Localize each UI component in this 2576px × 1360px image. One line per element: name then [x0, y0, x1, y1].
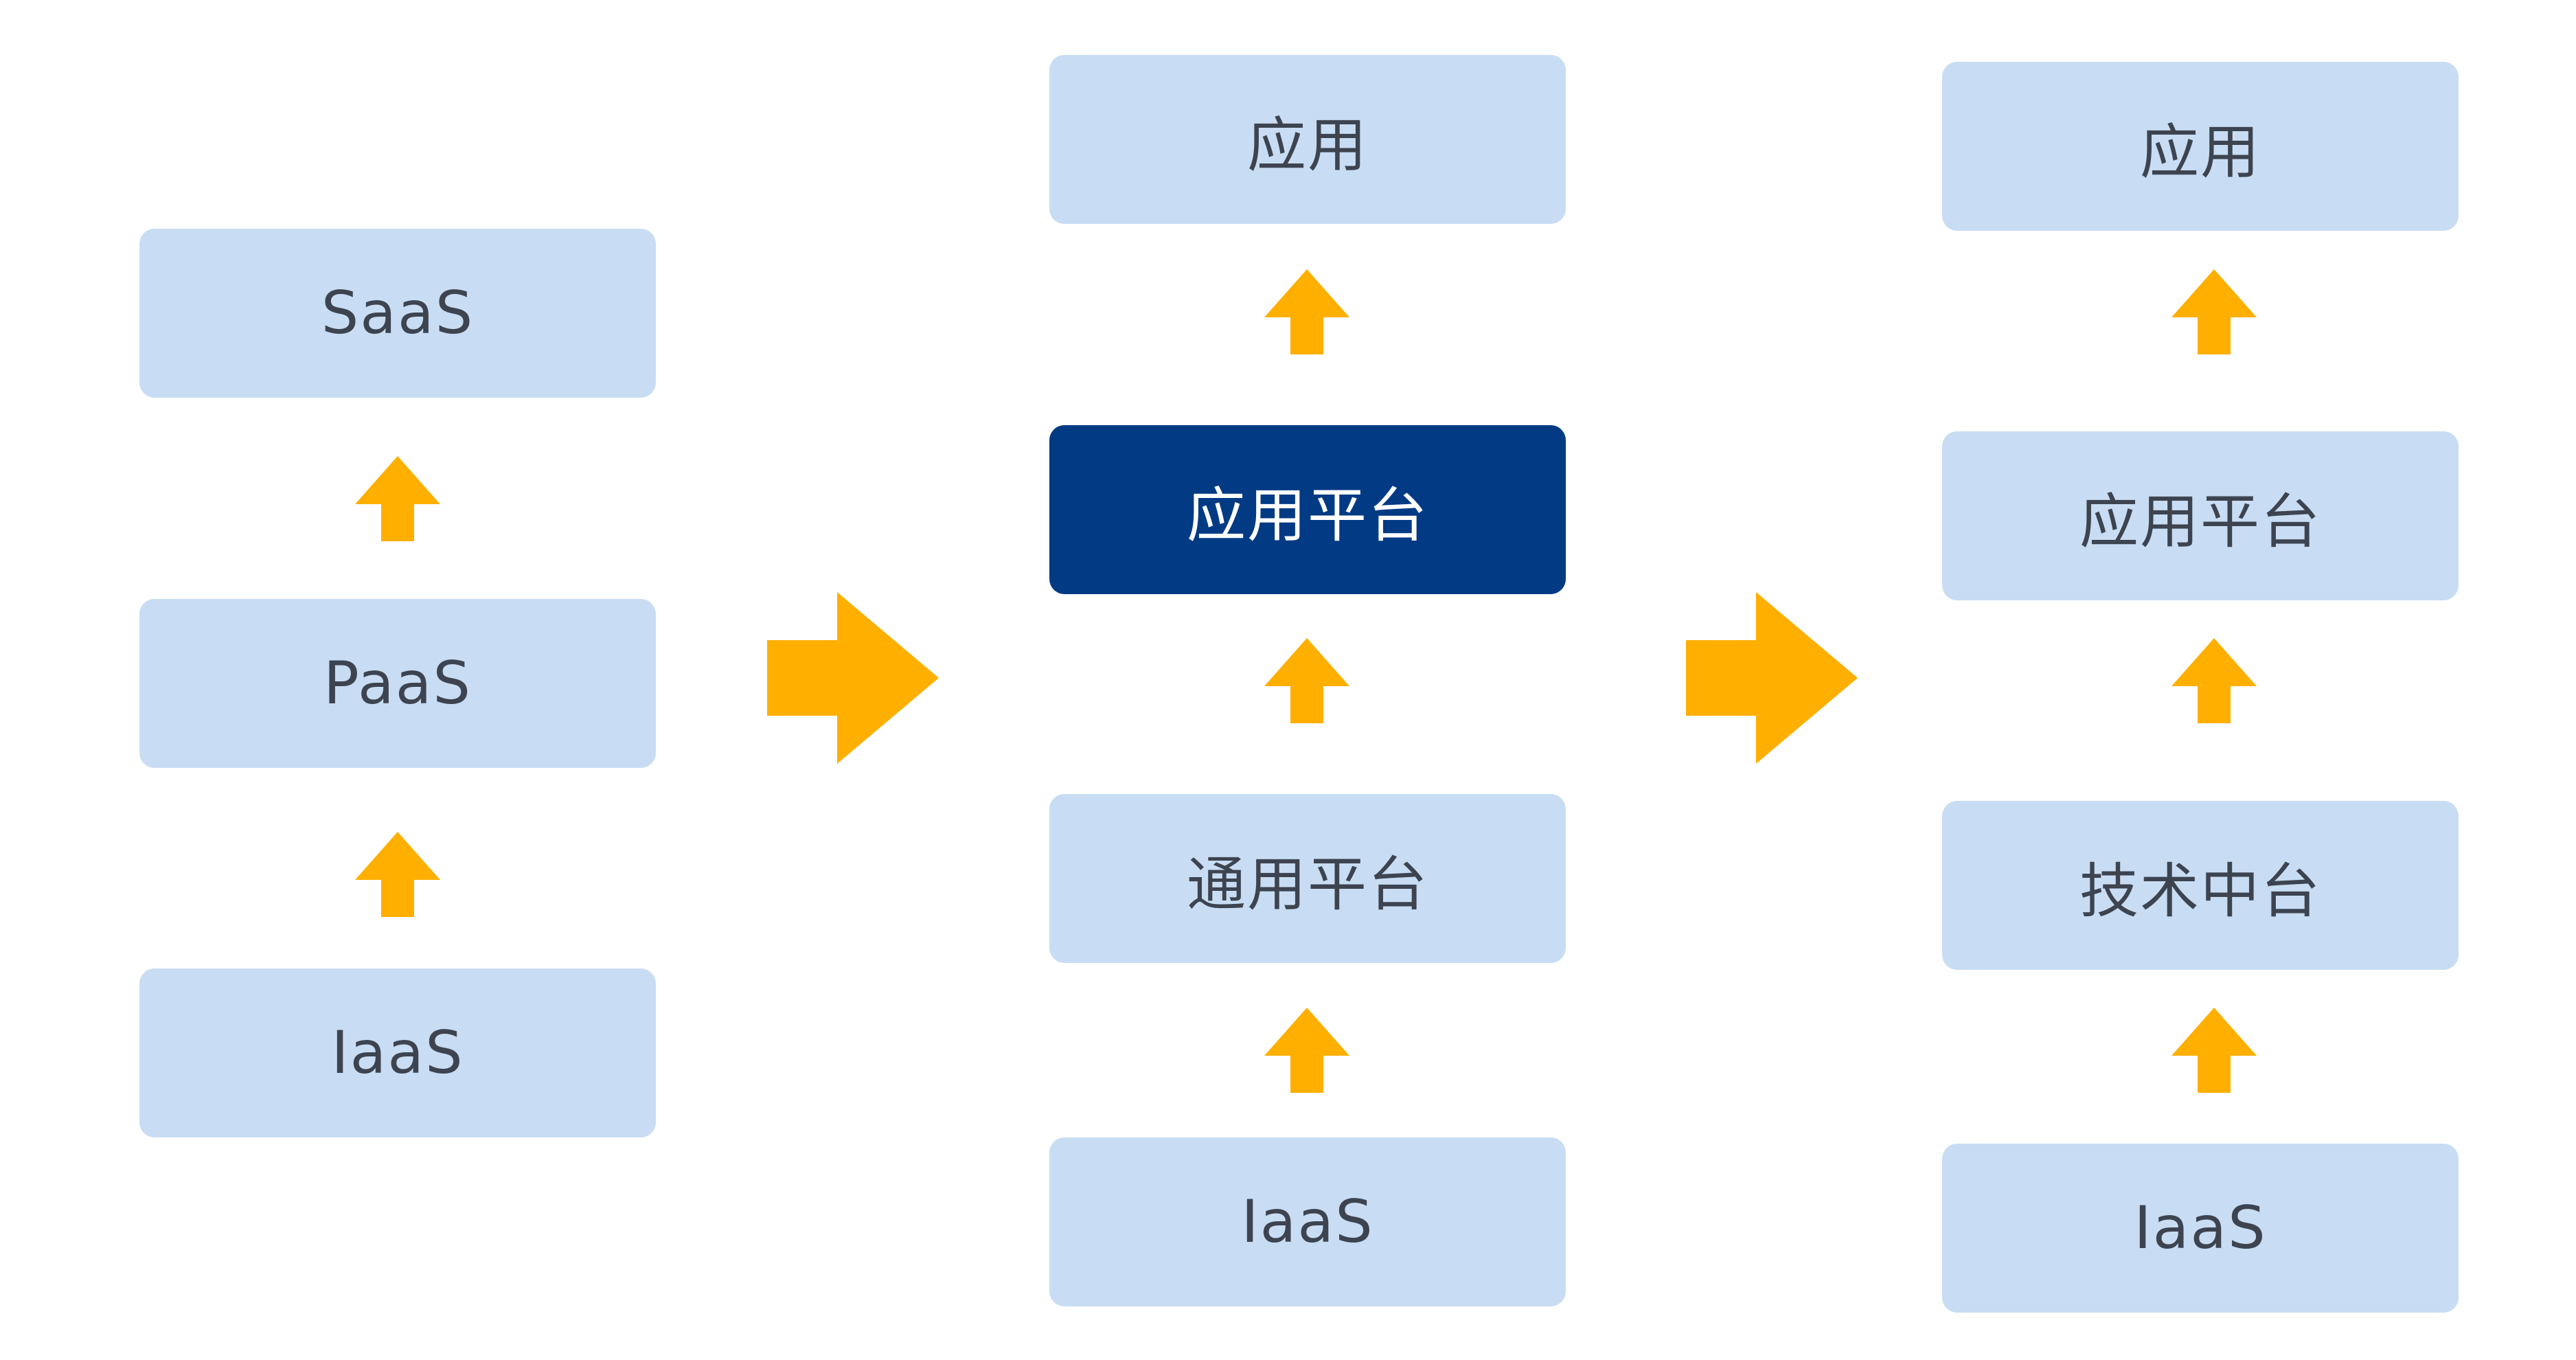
common-platform-box: 通用平台 — [1049, 794, 1566, 963]
tech-middle-platform-box: 技术中台 — [1942, 801, 2459, 970]
iaas-label: IaaS — [1241, 1188, 1374, 1256]
iaas-label: IaaS — [2134, 1194, 2267, 1262]
iaas-box: IaaS — [1942, 1144, 2459, 1313]
iaas-box: IaaS — [139, 968, 656, 1137]
iaas-box: IaaS — [1049, 1137, 1566, 1306]
paas-label: PaaS — [323, 649, 472, 718]
app-label: 应用 — [2140, 117, 2261, 187]
app-platform-label: 应用平台 — [1187, 481, 1428, 550]
iaas-label: IaaS — [331, 1019, 464, 1087]
up-arrow-icon — [1264, 638, 1349, 723]
up-arrow-icon — [2172, 638, 2257, 723]
app-box: 应用 — [1049, 55, 1566, 224]
tech-middle-platform-label: 技术中台 — [2079, 857, 2321, 926]
up-arrow-icon — [355, 456, 440, 541]
right-arrow-icon — [767, 592, 939, 764]
app-platform-box: 应用平台 — [1942, 431, 2459, 600]
up-arrow-icon — [355, 832, 440, 917]
saas-label: SaaS — [321, 279, 475, 348]
up-arrow-icon — [2172, 269, 2257, 354]
paas-box: PaaS — [139, 599, 656, 768]
right-arrow-icon — [1686, 592, 1858, 764]
up-arrow-icon — [1264, 269, 1349, 354]
common-platform-label: 通用平台 — [1187, 850, 1428, 919]
up-arrow-icon — [1264, 1008, 1349, 1093]
app-platform-box: 应用平台 — [1049, 425, 1566, 594]
saas-box: SaaS — [139, 229, 656, 398]
up-arrow-icon — [2172, 1008, 2257, 1093]
app-box: 应用 — [1942, 62, 2459, 231]
app-label: 应用 — [1247, 111, 1368, 180]
app-platform-label: 应用平台 — [2079, 487, 2321, 556]
